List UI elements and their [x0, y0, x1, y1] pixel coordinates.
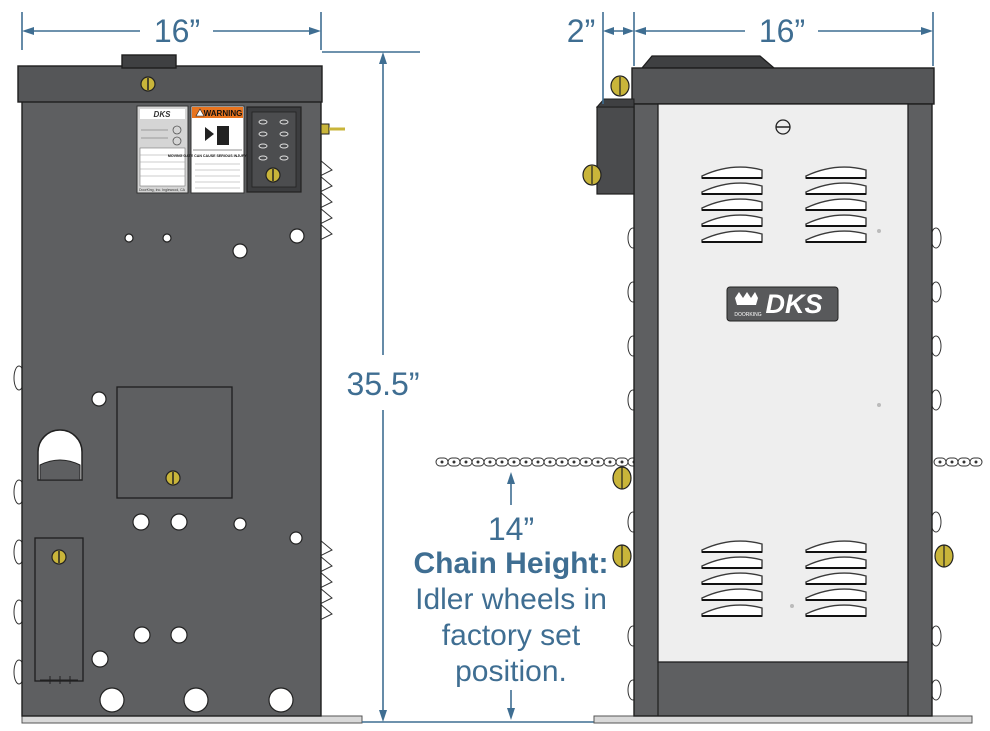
id-plate-logo: DKS — [154, 110, 172, 119]
louver-slat — [805, 604, 867, 617]
right-top-knob — [640, 55, 776, 69]
chain-height-value: 14” — [488, 511, 534, 547]
height-dimension: 35.5” — [322, 51, 420, 723]
chain-height-title: Chain Height: — [414, 547, 609, 580]
pinch-hazard-icon — [205, 126, 229, 145]
left-lower-box — [34, 537, 84, 684]
id-plate-caption: DoorKing, Inc. Inglewood, CA — [139, 188, 186, 192]
left-cabinet-view: DKS DoorKing, Inc. Inglewood, CA WARNING… — [13, 54, 363, 724]
crown-icon — [735, 292, 758, 305]
logo-sub-text: DOORKING — [734, 312, 761, 318]
louver-slat — [805, 588, 867, 601]
louver-slat — [805, 230, 867, 243]
upper-louvers — [701, 166, 867, 243]
height-label: 35.5” — [347, 366, 420, 402]
left-handle-opening — [37, 429, 83, 481]
right-depth-label: 2” — [567, 13, 595, 49]
door-rivet — [877, 403, 881, 407]
louver-slat — [701, 604, 763, 617]
louver-slat — [805, 198, 867, 211]
doorking-logo: DKS DOORKING — [726, 286, 839, 322]
left-side-key-icon — [320, 123, 330, 135]
louver-slat — [701, 540, 763, 553]
left-top-cap — [17, 65, 323, 103]
louver-slat — [701, 198, 763, 211]
louver-slat — [701, 572, 763, 585]
control-station-box — [246, 106, 302, 193]
right-cabinet-view: DKS DOORKING — [582, 55, 973, 724]
louver-slat — [805, 214, 867, 227]
warning-label: WARNING MOVING GATE CAN CAUSE SERIOUS IN… — [168, 105, 267, 194]
chain-height-note-line3: position. — [455, 655, 567, 688]
louver-slat — [805, 556, 867, 569]
louver-slat — [805, 166, 867, 179]
louver-slat — [701, 166, 763, 179]
left-width-label: 16” — [154, 13, 200, 49]
warning-header: WARNING — [204, 109, 243, 118]
louver-slat — [701, 214, 763, 227]
louver-slat — [805, 540, 867, 553]
left-knockout-holes — [91, 228, 305, 713]
door-rivet — [790, 604, 794, 608]
drive-chain — [435, 457, 983, 467]
right-depth-dimension: 2” — [567, 12, 634, 104]
louver-slat — [701, 556, 763, 569]
louver-slat — [701, 230, 763, 243]
warning-triangle-icon — [195, 108, 205, 117]
warning-text: MOVING GATE CAN CAUSE SERIOUS INJURY OR … — [168, 154, 267, 158]
right-top-cap — [631, 67, 935, 105]
right-base-plate — [593, 715, 973, 724]
left-base-plate — [21, 715, 363, 724]
lower-louvers — [701, 540, 867, 617]
left-top-knob — [121, 54, 177, 69]
chain-height-note-line2: factory set — [442, 619, 581, 652]
idler-wheels — [612, 466, 954, 568]
left-access-panel — [116, 386, 233, 499]
right-door-panel — [657, 103, 909, 663]
left-width-dimension: 16” — [21, 12, 322, 50]
logo-brand-text: DKS — [765, 289, 822, 319]
left-chain-teeth-upper — [319, 158, 333, 621]
chain-height-dimension: 14” Chain Height: Idler wheels in factor… — [414, 472, 609, 723]
louver-slat — [805, 572, 867, 585]
louver-slat — [701, 182, 763, 195]
right-side-bracket — [582, 75, 635, 195]
right-width-dimension: 16” — [633, 12, 934, 66]
louver-slat — [805, 182, 867, 195]
chain-height-note-line1: Idler wheels in — [415, 583, 607, 616]
right-width-label: 16” — [759, 13, 805, 49]
id-plate: DKS DoorKing, Inc. Inglewood, CA — [136, 105, 189, 194]
louver-slat — [701, 588, 763, 601]
door-rivet — [877, 229, 881, 233]
